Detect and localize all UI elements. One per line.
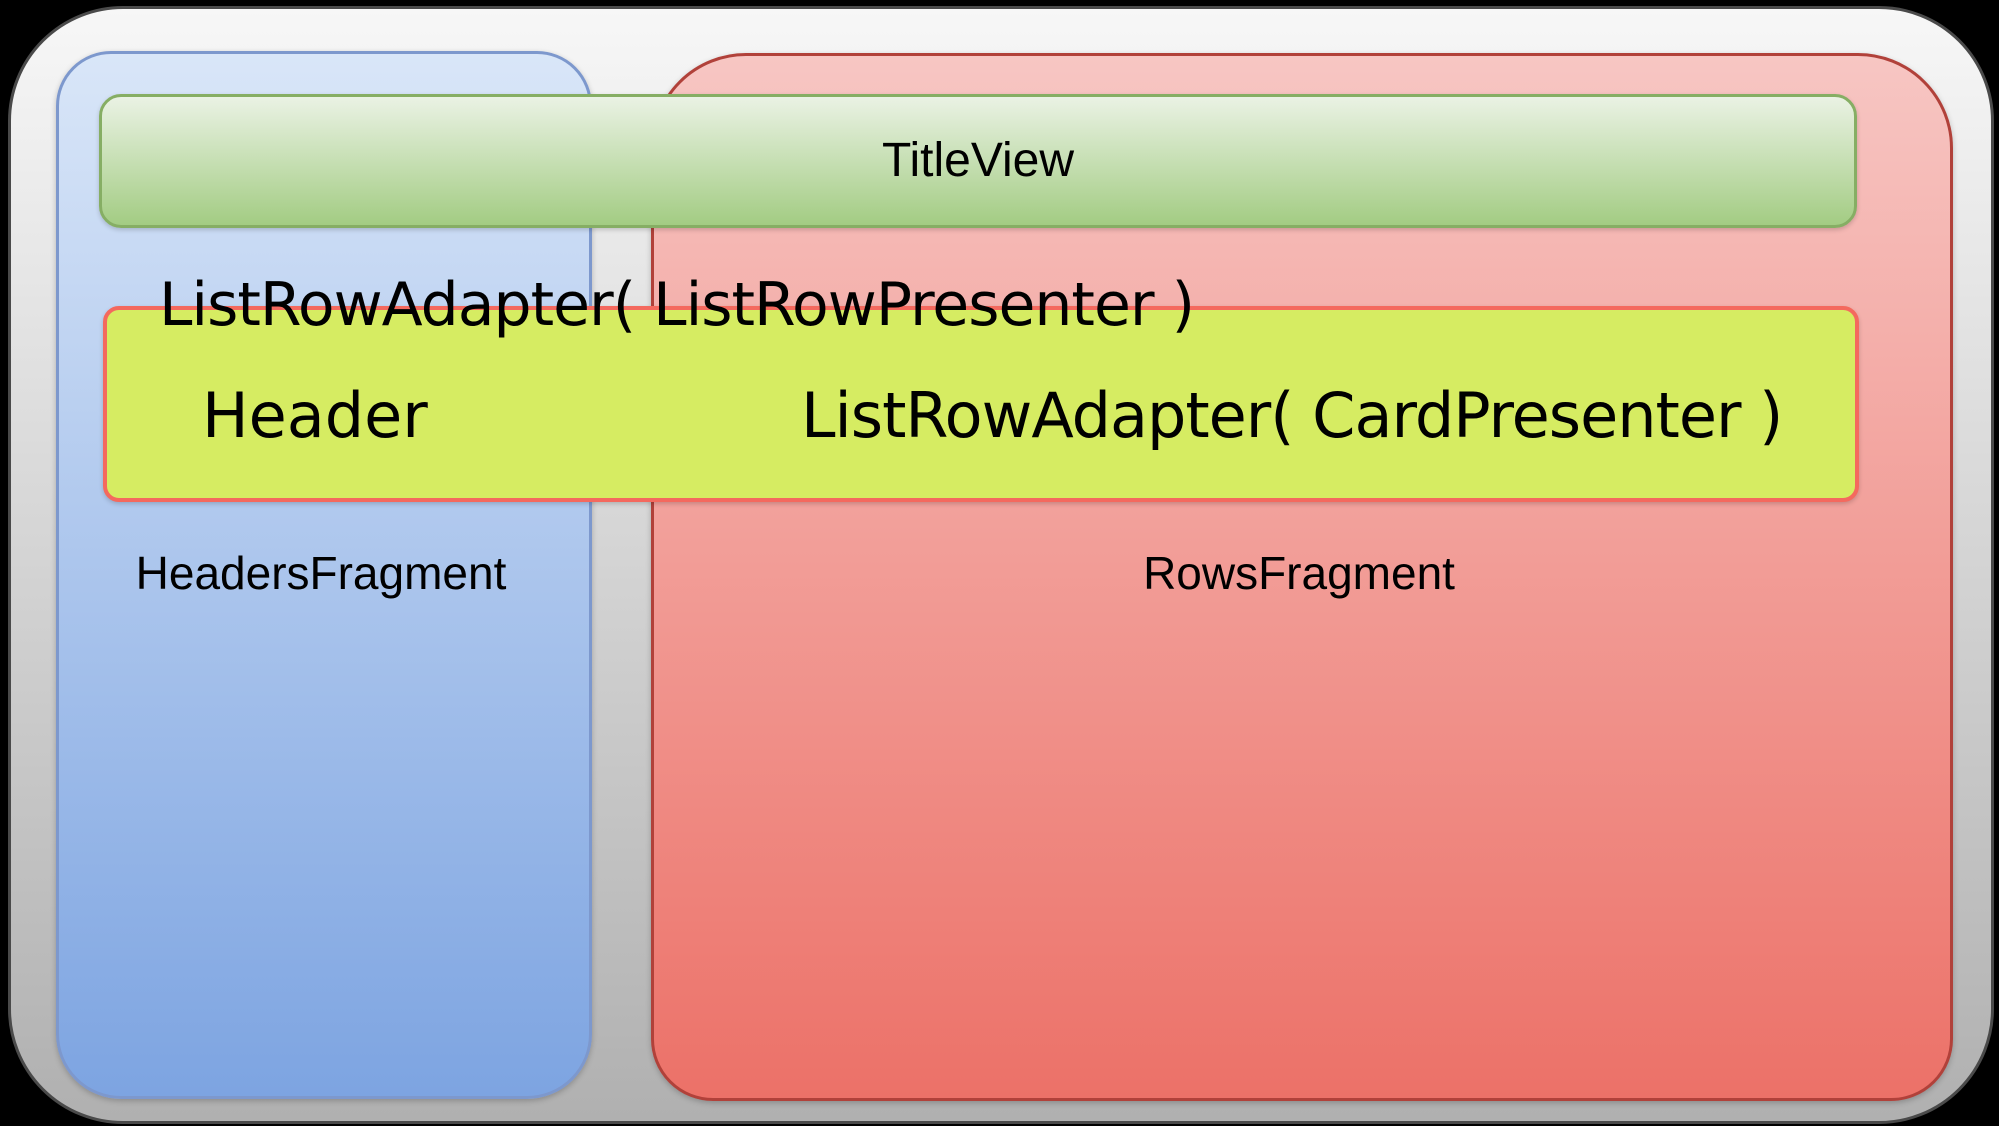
headers-fragment-label: HeadersFragment [135,547,507,599]
title-view-bar: TitleView [99,94,1857,228]
title-view-label: TitleView [881,134,1075,187]
list-row-bar [103,306,1859,502]
list-row-adapter-card-presenter-text: ListRowAdapter( CardPresenter ) [801,379,1783,452]
rows-fragment-label: RowsFragment [1143,547,1455,599]
list-row-adapter-list-row-presenter-text: ListRowAdapter( ListRowPresenter ) [159,270,1195,340]
browse-fragment-container: TitleView ListRowAdapter( ListRowPresent… [8,6,1994,1124]
header-text: Header [202,379,428,452]
